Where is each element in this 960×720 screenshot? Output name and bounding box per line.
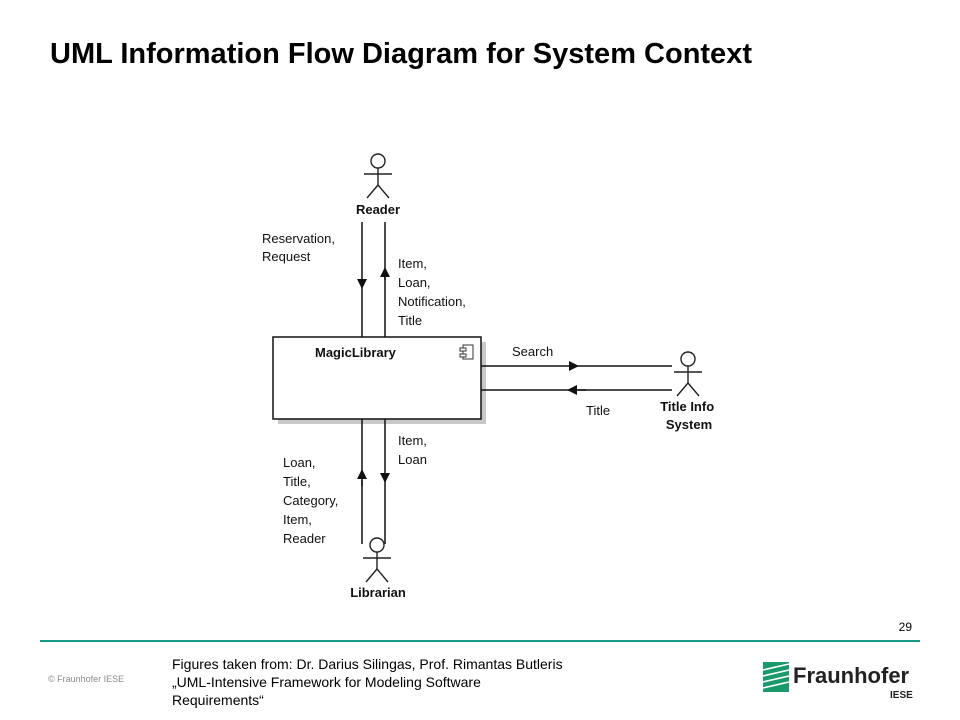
- flow-label-search: Search: [512, 344, 553, 359]
- copyright-notice: © Fraunhofer IESE: [48, 674, 125, 684]
- figure-citation: Figures taken from: Dr. Darius Silingas,…: [172, 655, 563, 709]
- flow-label-system-to-librarian: Item, Loan: [398, 433, 431, 467]
- actor-librarian: [363, 537, 391, 583]
- citation-line: „UML-Intensive Framework for Modeling So…: [172, 674, 481, 690]
- flow-label-system-to-reader: Item, Loan, Notification, Title: [398, 256, 470, 328]
- system-box: [272, 336, 486, 424]
- actor-reader: [364, 153, 392, 199]
- flow-label-title: Title: [586, 403, 610, 418]
- component-icon: [459, 344, 474, 360]
- system-name: MagicLibrary: [315, 345, 397, 360]
- flow-label-reader-to-system: Reservation, Request: [262, 231, 339, 264]
- logo-subtitle: IESE: [890, 690, 913, 701]
- information-flow-diagram: Reader MagicLibrary Reservation, Request…: [262, 153, 718, 600]
- fraunhofer-logo: Fraunhofer IESE: [763, 660, 913, 704]
- logo-wordmark: Fraunhofer: [793, 663, 910, 688]
- page-number: 29: [898, 620, 912, 634]
- actor-title-info-label: Title Info System: [660, 399, 718, 432]
- page-title: UML Information Flow Diagram for System …: [50, 38, 752, 70]
- actor-title-info-system: [674, 351, 702, 397]
- citation-line: Requirements“: [172, 692, 264, 708]
- citation-line: Figures taken from: Dr. Darius Silingas,…: [172, 656, 563, 672]
- flow-label-librarian-to-system: Loan, Title, Category, Item, Reader: [283, 455, 342, 546]
- footer-divider: [40, 640, 920, 642]
- fraunhofer-logo-icon: [763, 662, 790, 692]
- actor-reader-label: Reader: [356, 202, 400, 217]
- actor-librarian-label: Librarian: [350, 585, 406, 600]
